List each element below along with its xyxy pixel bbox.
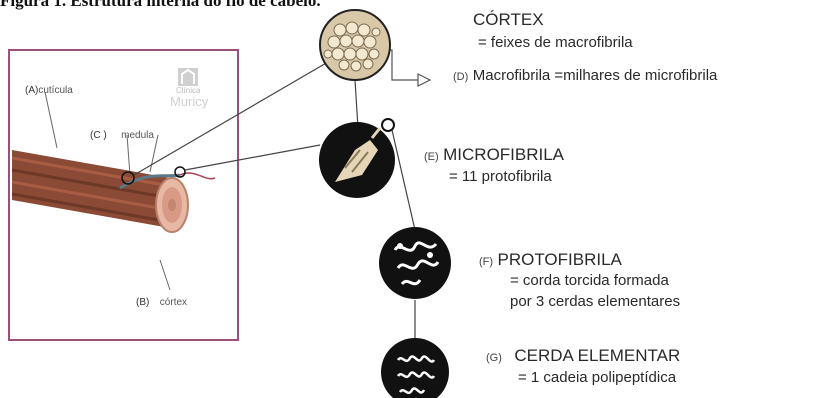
protofibril-description-2: por 3 cerdas elementares (510, 293, 681, 310)
protofibril-circle (379, 227, 451, 299)
protofibril-description-1: = corda torcida formada (510, 272, 669, 289)
watermark-text-1: Clínica (176, 86, 201, 95)
protofibril-title-row: (F) PROTOFIBRILA (479, 250, 622, 269)
elementary-title-row: (G) CERDA ELEMENTAR (486, 346, 681, 365)
watermark-text-2: Muricy (170, 94, 209, 109)
figure-caption: Figura 1. Estrutura interna do fio de ca… (0, 0, 321, 10)
cortex-label: (B) córtex (136, 297, 188, 308)
cortex-title: CÓRTEX (473, 10, 544, 29)
microfibril-circle (319, 118, 395, 198)
medulla-label: (C ) medula (90, 130, 154, 141)
macrofibril-label: (D) Macrofibrila =milhares de microfibri… (453, 67, 718, 84)
cuticle-label: (A)cutícula (25, 85, 73, 96)
microfibril-title-row: (E) MICROFIBRILA (424, 145, 565, 164)
hair-shaft-illustration (11, 150, 216, 233)
cortex-circle (319, 9, 391, 81)
cortex-description: = feixes de macrofibrila (478, 34, 633, 51)
arrow-line (386, 49, 418, 81)
microfibril-description: = 11 protofibrila (449, 168, 552, 185)
elementary-strand-circle (381, 338, 449, 398)
arrow-head (417, 73, 432, 87)
elementary-description: = 1 cadeia polipeptídica (518, 369, 677, 386)
